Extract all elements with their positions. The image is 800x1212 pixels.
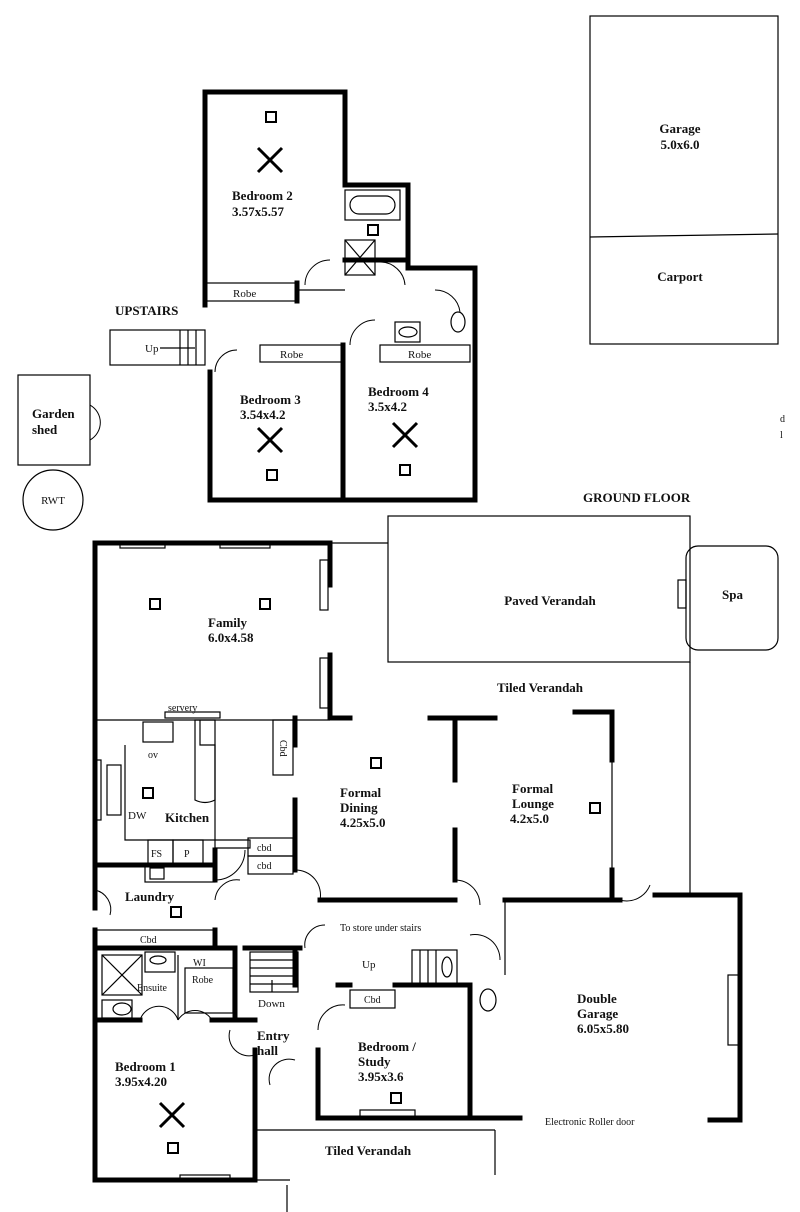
wi-label: WI: [193, 958, 206, 969]
double-garage-size: 6.05x5.80: [577, 1021, 629, 1036]
bedroom4-label: Bedroom 4: [368, 384, 429, 399]
garage-carport: [589, 15, 779, 345]
fridge-space-label: FS: [151, 849, 162, 860]
ceiling-fan-icon: [256, 146, 284, 174]
ground-up-label: Up: [362, 959, 376, 971]
bedroom-study-label-1: Bedroom /: [358, 1039, 416, 1054]
formal-dining-label-1: Formal: [340, 785, 382, 800]
light-fixture-icon: [266, 469, 278, 481]
down-label: Down: [258, 998, 285, 1010]
bedroom3-size: 3.54x4.2: [240, 407, 286, 422]
light-fixture-icon: [370, 757, 382, 769]
bedroom4-robe-label: Robe: [408, 349, 431, 361]
cbd-label-1: cbd: [257, 843, 271, 854]
wi-robe-label: Robe: [192, 975, 214, 986]
ceiling-fan-icon: [158, 1101, 186, 1129]
oven-label: ov: [148, 750, 158, 761]
light-fixture-icon: [170, 906, 182, 918]
laundry-cbd-label: Cbd: [140, 935, 157, 946]
light-fixture-icon: [399, 464, 411, 476]
ground-floor-walls: [92, 540, 743, 1183]
pantry-label: P: [184, 849, 190, 860]
paved-verandah-label: Paved Verandah: [504, 593, 596, 608]
bedroom1-label: Bedroom 1: [115, 1059, 176, 1074]
light-fixture-icon: [142, 787, 154, 799]
garden-shed-label-1: Garden: [32, 406, 75, 421]
light-fixture-icon: [259, 598, 271, 610]
tiled-verandah-top-label: Tiled Verandah: [497, 680, 584, 695]
edge-text-2: l: [780, 430, 783, 441]
entry-hall-label-1: Entry: [257, 1028, 290, 1043]
bedroom-study-label-2: Study: [358, 1054, 391, 1069]
light-fixture-icon: [167, 1142, 179, 1154]
garden-shed-label-2: shed: [32, 422, 58, 437]
family-label: Family: [208, 615, 247, 630]
roller-door-label: Electronic Roller door: [545, 1117, 635, 1128]
formal-dining-size: 4.25x5.0: [340, 815, 386, 830]
store-note: To store under stairs: [340, 923, 421, 934]
edge-text-1: d: [780, 414, 785, 425]
bedroom3-label: Bedroom 3: [240, 392, 301, 407]
laundry-label: Laundry: [125, 889, 175, 904]
kitchen-label: Kitchen: [165, 810, 210, 825]
ground-floor-details: [94, 542, 741, 1212]
bedroom2-robe-label: Robe: [233, 288, 256, 300]
kitchen-cbd-label: Cbd: [277, 740, 288, 757]
bedroom2-label: Bedroom 2: [232, 188, 293, 203]
carport-label: Carport: [657, 269, 703, 284]
cbd-label-2: cbd: [257, 861, 271, 872]
ensuite-label: Ensuite: [137, 983, 168, 994]
light-fixture-icon: [149, 598, 161, 610]
bedroom-study-size: 3.95x3.6: [358, 1069, 404, 1084]
double-garage-label-1: Double: [577, 991, 617, 1006]
study-cbd-label: Cbd: [364, 995, 381, 1006]
garden-shed: [17, 374, 91, 466]
double-garage-label-2: Garage: [577, 1006, 618, 1021]
rwt-label: RWT: [41, 495, 65, 507]
light-fixture-icon: [390, 1092, 402, 1104]
ground-floor-label: GROUND FLOOR: [583, 490, 691, 505]
bedroom4-size: 3.5x4.2: [368, 399, 407, 414]
spa-label: Spa: [722, 587, 743, 602]
rwt-tank: [22, 469, 84, 531]
formal-lounge-label-1: Formal: [512, 781, 554, 796]
fixture-icons: [142, 111, 601, 1154]
bedroom2-size: 3.57x5.57: [232, 204, 285, 219]
dishwasher-label: DW: [128, 810, 147, 822]
upstairs-label: UPSTAIRS: [115, 303, 178, 318]
upstairs-up-label: Up: [145, 343, 159, 355]
formal-lounge-size: 4.2x5.0: [510, 811, 549, 826]
ceiling-fan-icon: [391, 421, 419, 449]
bedroom3-robe-label: Robe: [280, 349, 303, 361]
light-fixture-icon: [265, 111, 277, 123]
ceiling-fan-icon: [256, 426, 284, 454]
family-size: 6.0x4.58: [208, 630, 254, 645]
light-fixture-icon: [589, 802, 601, 814]
formal-lounge-label-2: Lounge: [512, 796, 554, 811]
entry-hall-label-2: hall: [257, 1043, 278, 1058]
paved-verandah: [387, 515, 691, 663]
upstairs-walls: [109, 89, 478, 503]
light-fixture-icon: [367, 224, 379, 236]
formal-dining-label-2: Dining: [340, 800, 378, 815]
tiled-verandah-bottom-label: Tiled Verandah: [325, 1143, 412, 1158]
bedroom1-size: 3.95x4.20: [115, 1074, 167, 1089]
garage-label: Garage: [659, 121, 700, 136]
garage-size: 5.0x6.0: [661, 137, 700, 152]
servery-label: servery: [168, 703, 197, 714]
